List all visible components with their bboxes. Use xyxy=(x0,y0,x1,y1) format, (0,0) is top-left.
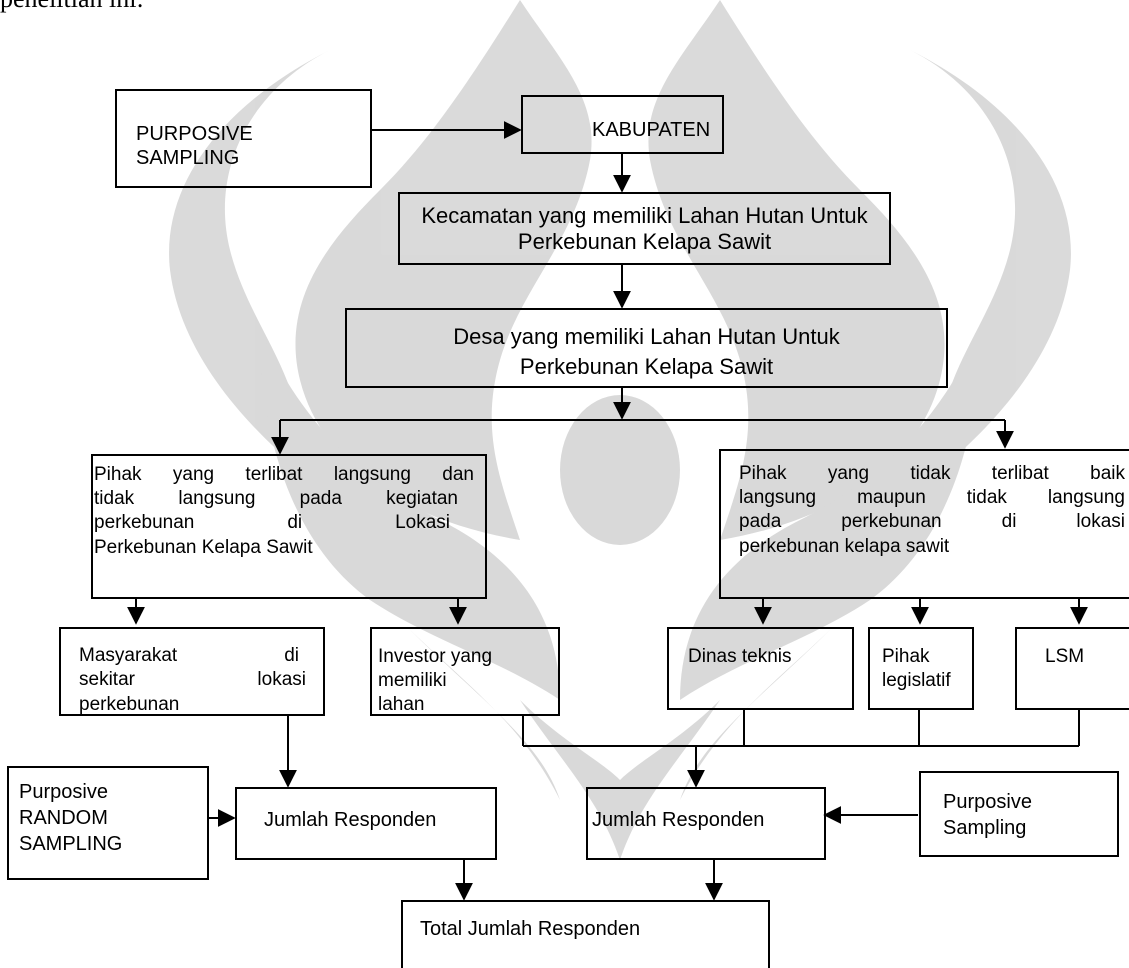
pihak-terlibat-line4: Perkebunan Kelapa Sawit xyxy=(94,537,313,558)
pihak-tidak-terlibat-line3: pada perkebunan di lokasi xyxy=(739,511,1125,532)
total-jumlah-responden-label: Total Jumlah Responden xyxy=(420,918,641,940)
purposive-sampling-right-line2: Sampling xyxy=(943,817,1027,839)
purposive-sampling-right-line1: Purposive xyxy=(943,791,1032,813)
desa-line1: Desa yang memiliki Lahan Hutan Untuk xyxy=(453,324,840,349)
masyarakat-box: Masyarakat di sekitar lokasi perkebunan xyxy=(59,627,325,716)
dinas-teknis-label: Dinas teknis xyxy=(688,646,792,667)
masyarakat-line1: Masyarakat di xyxy=(79,645,299,666)
masyarakat-line2: sekitar lokasi xyxy=(79,669,306,690)
kabupaten-label: KABUPATEN xyxy=(592,119,711,141)
masyarakat-line3: perkebunan xyxy=(79,694,180,715)
investor-box: Investor yang memiliki lahan xyxy=(370,627,560,716)
purposive-random-sampling-box: Purposive RANDOM SAMPLING xyxy=(7,766,209,880)
jumlah-responden-left-box: Jumlah Responden xyxy=(235,787,497,860)
pihak-tidak-terlibat-line2: langsung maupun tidak langsung xyxy=(739,487,1125,508)
pihak-legislatif-line2: legislatif xyxy=(882,670,951,691)
purposive-sampling-top-box: PURPOSIVE SAMPLING xyxy=(115,89,372,188)
investor-line3: lahan xyxy=(378,694,425,715)
purposive-sampling-top-line1: PURPOSIVE xyxy=(136,123,253,145)
purposive-random-sampling-line1: Purposive xyxy=(19,781,108,803)
lsm-box: LSM xyxy=(1015,627,1129,710)
purposive-sampling-right-box: Purposive Sampling xyxy=(919,771,1119,857)
kecamatan-box: Kecamatan yang memiliki Lahan Hutan Untu… xyxy=(398,192,891,265)
purposive-sampling-top-line2: SAMPLING xyxy=(136,147,240,169)
pihak-legislatif-box: Pihak legislatif xyxy=(868,627,974,710)
kecamatan-line2: Perkebunan Kelapa Sawit xyxy=(517,229,772,254)
pihak-tidak-terlibat-line1: Pihak yang tidak terlibat baik xyxy=(739,463,1125,484)
jumlah-responden-right-label: Jumlah Responden xyxy=(592,809,765,831)
desa-line2: Perkebunan Kelapa Sawit xyxy=(519,354,774,379)
lsm-label: LSM xyxy=(1045,646,1085,667)
intro-text: penelitian ini: xyxy=(0,0,144,14)
pihak-terlibat-line3: perkebunan di Lokasi xyxy=(94,512,450,533)
pihak-terlibat-line1: Pihak yang terlibat langsung dan xyxy=(94,464,474,485)
desa-box: Desa yang memiliki Lahan Hutan Untuk Per… xyxy=(345,308,948,388)
investor-line2: memiliki xyxy=(378,670,447,691)
pihak-tidak-terlibat-box: Pihak yang tidak terlibat baik langsung … xyxy=(719,449,1129,599)
total-jumlah-responden-box: Total Jumlah Responden xyxy=(401,900,770,968)
purposive-random-sampling-line3: SAMPLING xyxy=(19,833,123,855)
jumlah-responden-right-box: Jumlah Responden xyxy=(586,787,826,860)
dinas-teknis-box: Dinas teknis xyxy=(667,627,854,710)
pihak-terlibat-line2: tidak langsung pada kegiatan xyxy=(94,488,458,509)
kabupaten-box: KABUPATEN xyxy=(521,95,724,154)
pihak-legislatif-line1: Pihak xyxy=(882,646,930,667)
purposive-random-sampling-line2: RANDOM xyxy=(19,807,108,829)
kecamatan-line1: Kecamatan yang memiliki Lahan Hutan Untu… xyxy=(421,203,868,228)
investor-line1: Investor yang xyxy=(378,646,493,667)
jumlah-responden-left-label: Jumlah Responden xyxy=(264,809,437,831)
pihak-terlibat-box: Pihak yang terlibat langsung dan tidak l… xyxy=(91,454,487,599)
pihak-tidak-terlibat-line4: perkebunan kelapa sawit xyxy=(739,536,950,557)
